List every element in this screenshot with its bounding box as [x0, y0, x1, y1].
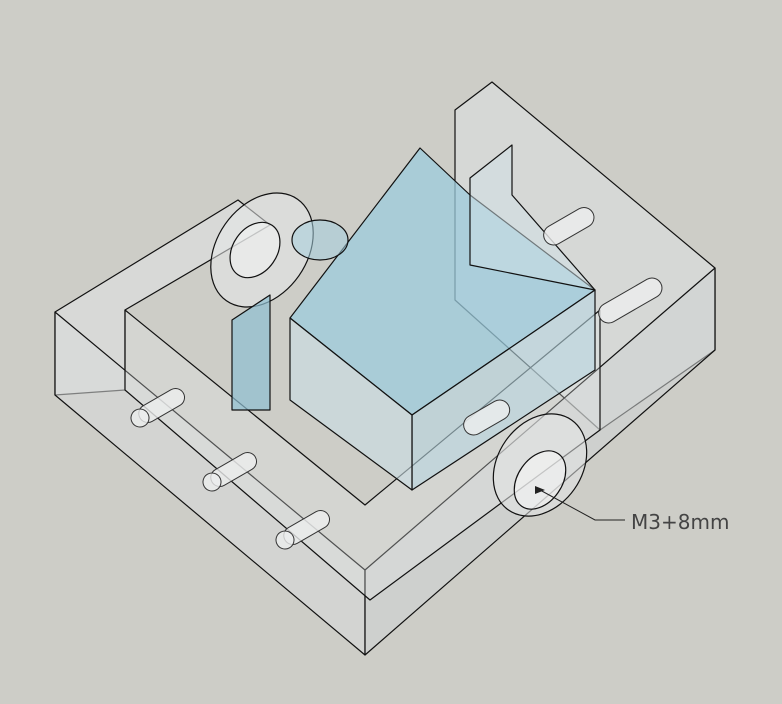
annotation-label: M3+8mm: [631, 510, 730, 534]
pin: [463, 399, 511, 436]
servo-front: [289, 317, 413, 491]
servo-tab: [231, 294, 271, 411]
leader-line: [539, 489, 625, 521]
pin: [130, 388, 186, 428]
pin: [202, 452, 258, 492]
screw-marker-icon: [535, 486, 545, 494]
servo-horn: [291, 219, 349, 261]
pin: [543, 207, 595, 246]
pin: [275, 510, 331, 550]
left-boss-hole: [229, 221, 281, 279]
pin: [598, 277, 663, 324]
right-boss-hole: [513, 450, 567, 510]
